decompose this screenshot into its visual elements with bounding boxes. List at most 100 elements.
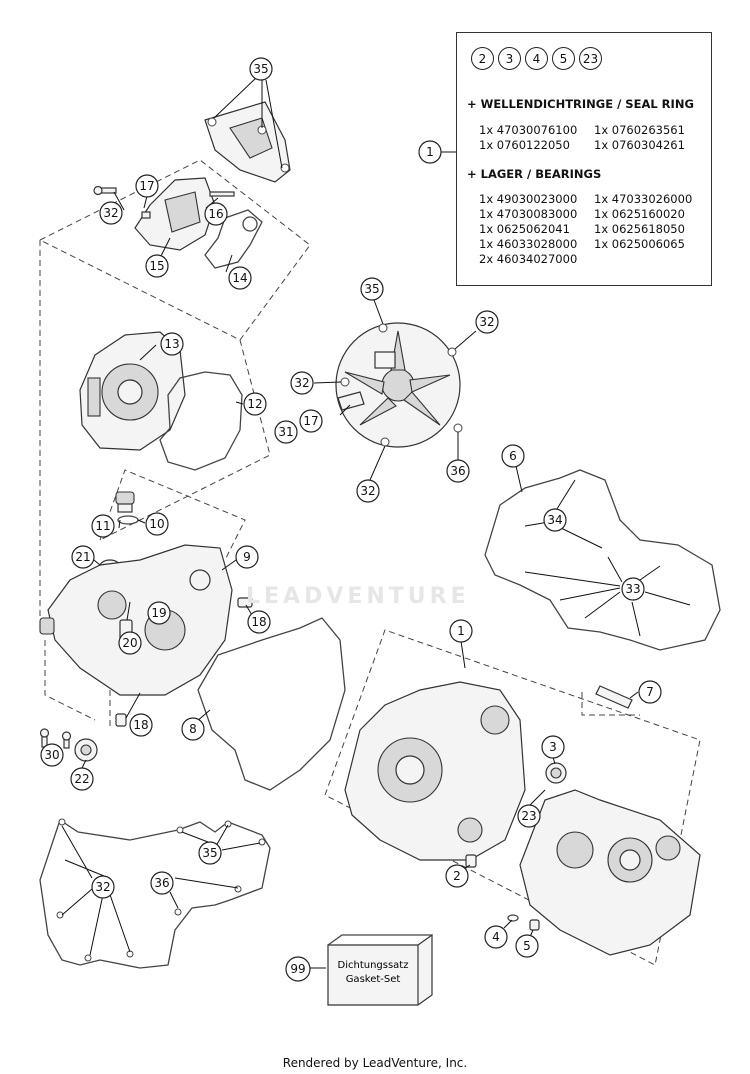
svg-text:32: 32 [95,880,110,894]
svg-text:34: 34 [547,513,562,527]
callout-10: 10 [145,512,169,536]
callout-30: 30 [40,743,64,767]
bearing-item: 1x 0625618050 [594,222,685,236]
callout-34: 34 [543,508,567,532]
dowel-pin-part [465,685,633,931]
pin-frame [581,692,640,716]
svg-text:17: 17 [139,179,154,193]
bearing-item: 1x 46033028000 [479,237,578,251]
bearing-item: 1x 47030083000 [479,207,578,221]
svg-text:20: 20 [122,636,137,650]
callout-18-upper: 18 [247,610,271,634]
callout-6: 6 [501,444,525,468]
svg-text:14: 14 [232,271,247,285]
svg-text:22: 22 [74,772,89,786]
gasket-set-label-line2: Gasket-Set [346,974,401,985]
bearings-list: 1x 49030023000 1x 47033026000 1x 4703008… [479,192,709,266]
svg-text:6: 6 [509,449,517,463]
callout-32-cover-right: 32 [475,310,499,334]
callout-13: 13 [160,332,184,356]
bearing-item: 2x 46034027000 [479,252,578,266]
water-pump-cover-part [204,101,291,183]
svg-text:1: 1 [426,145,434,159]
kit-info-box: 2 3 4 5 23 + WELLENDICHTRINGE / SEAL RIN… [456,32,712,286]
callout-99: 99 [285,956,311,982]
svg-text:35: 35 [364,282,379,296]
svg-text:18: 18 [133,718,148,732]
svg-text:19: 19 [151,606,166,620]
pin-part [141,211,151,219]
callout-33: 33 [621,577,645,601]
svg-text:1: 1 [457,624,465,638]
svg-text:17: 17 [303,414,318,428]
callout-35-cover: 35 [360,277,384,301]
callout-18-lower: 18 [129,713,153,737]
gasket-set-label-line1: Dichtungssatz [338,960,409,971]
callout-14: 14 [228,266,252,290]
callout-32-gasket: 32 [91,875,115,899]
bearing-item: 1x 0625160020 [594,207,685,221]
svg-text:31: 31 [278,425,293,439]
svg-text:23: 23 [521,809,536,823]
clutch-crankcase-part [39,544,233,696]
svg-text:3: 3 [549,740,557,754]
callout-9: 9 [235,545,259,569]
leader-lines [45,77,691,969]
callout-22: 22 [70,767,94,791]
svg-text:99: 99 [290,962,305,976]
callout-4: 4 [484,925,508,949]
kit-chip: 4 [525,47,548,70]
callout-32-cover-left: 32 [290,371,314,395]
callout-15: 15 [145,254,169,278]
kit-chip: 3 [498,47,521,70]
callout-12: 12 [243,392,267,416]
bolt-small-part [39,728,72,749]
bearing-item: 1x 49030023000 [479,192,578,206]
callout-36-cover: 36 [446,459,470,483]
svg-text:16: 16 [208,207,223,221]
kit-chip: 5 [552,47,575,70]
callout-23: 23 [517,804,541,828]
crankcase-gasket-part [197,617,346,791]
cylinder-gasket-part [484,469,721,651]
callout-11: 11 [91,514,115,538]
kit-chip: 23 [579,47,602,70]
callout-8: 8 [181,717,205,741]
svg-text:36: 36 [154,876,169,890]
svg-text:36: 36 [450,464,465,478]
bearing-part [545,762,567,784]
svg-text:12: 12 [247,397,262,411]
svg-text:30: 30 [44,748,59,762]
seal-item: 1x 0760122050 [479,138,570,152]
gasket-set-box [327,933,433,1006]
clutch-cover-part [79,331,186,451]
svg-text:5: 5 [523,939,531,953]
callout-31: 31 [274,420,298,444]
callout-5: 5 [515,934,539,958]
svg-text:2: 2 [453,869,461,883]
callout-1-info: 1 [418,140,442,164]
ignition-cap-part [74,738,98,762]
clutch-cover-gasket-part [159,371,243,471]
callout-2: 2 [445,864,469,888]
water-pump-frame [38,159,311,341]
svg-text:33: 33 [625,582,640,596]
svg-text:32: 32 [360,484,375,498]
bearings-heading: + LAGER / BEARINGS [467,167,602,181]
kit-chip: 2 [471,47,494,70]
clutch-gasket-bottom-part [39,818,271,969]
svg-text:9: 9 [243,550,251,564]
callout-35-gasket: 35 [198,841,222,865]
callout-7: 7 [638,680,662,704]
filler-cap-part [115,491,139,525]
water-pump-gasket-part [204,209,263,269]
callout-1-crankcase: 1 [449,619,473,643]
seal-ring-list: 1x 47030076100 1x 0760263561 1x 07601220… [479,123,709,152]
seal-item: 1x 47030076100 [479,123,578,137]
svg-text:13: 13 [164,337,179,351]
footer-credit: Rendered by LeadVenture, Inc. [282,1056,468,1070]
svg-text:4: 4 [492,930,500,944]
svg-text:32: 32 [294,376,309,390]
callout-17-cover: 17 [299,409,323,433]
